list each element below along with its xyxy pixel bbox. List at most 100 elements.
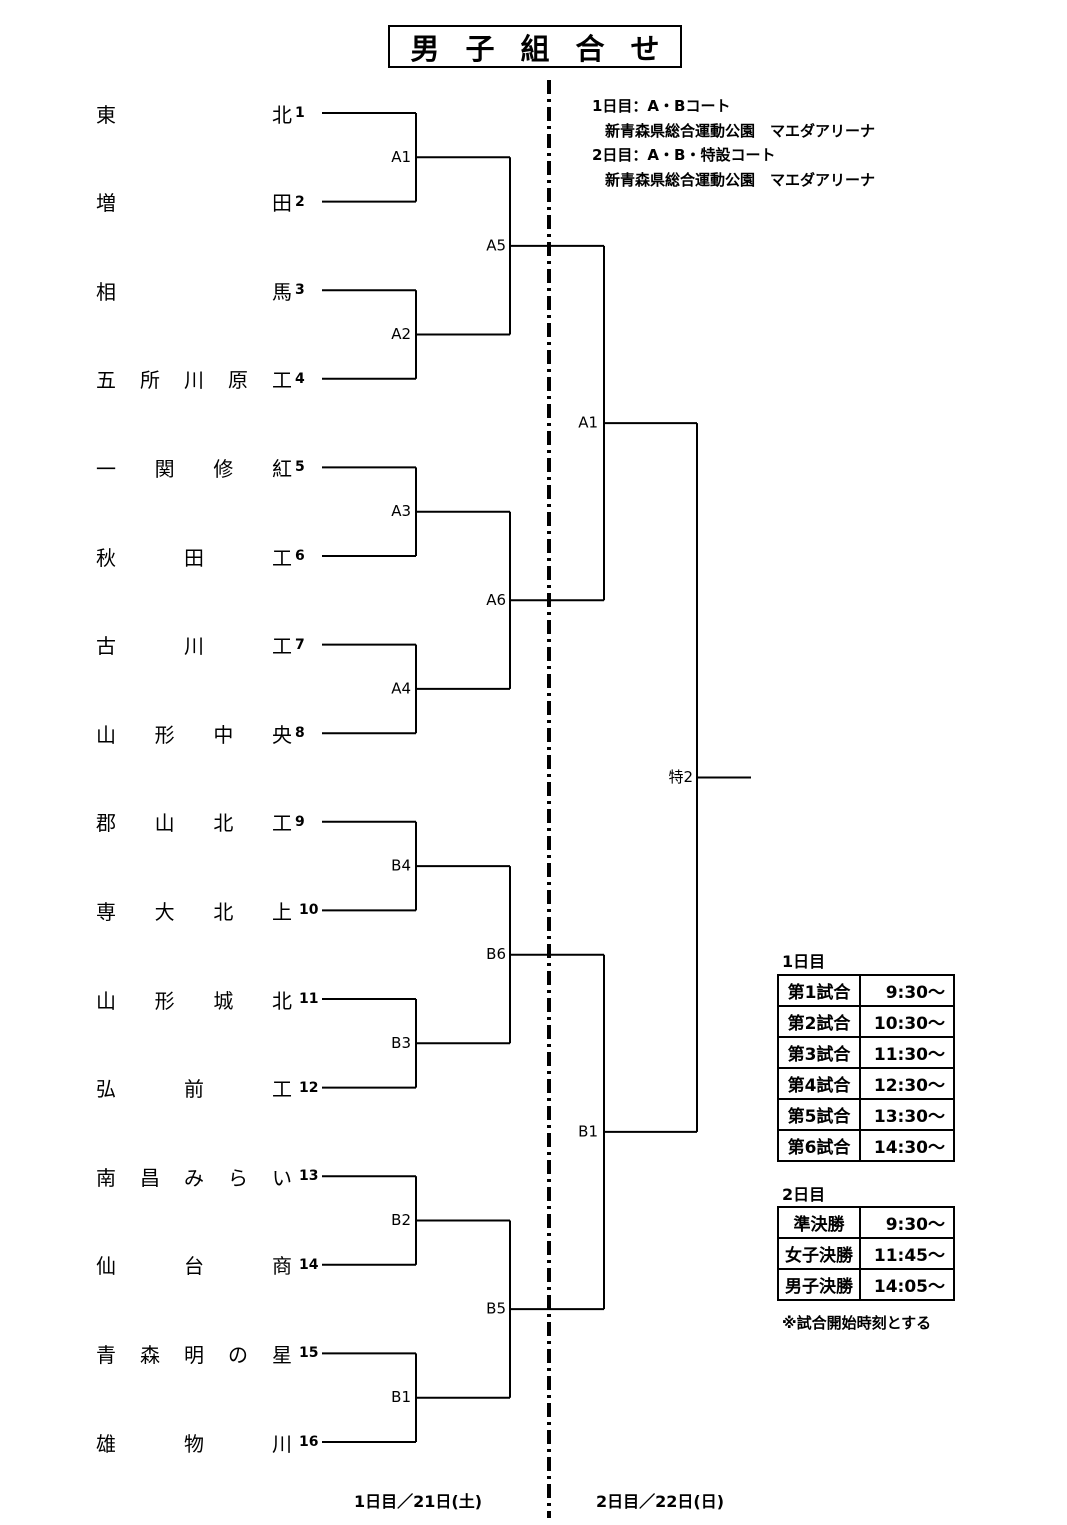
team-name-char: 工 [272, 1077, 292, 1102]
round1-match-label: A3 [391, 502, 411, 520]
schedule-time: 14:05〜 [859, 1268, 955, 1301]
team-name-char: 川 [184, 634, 204, 659]
team-name-char: 北 [271, 988, 292, 1013]
schedule-slot: 第1試合 [777, 974, 861, 1007]
schedule-slot: 女子決勝 [777, 1237, 861, 1270]
team-name: 雄物川 [96, 1427, 292, 1457]
schedule-note: ※試合開始時刻とする [782, 1314, 932, 1332]
team-name-char: 昌 [140, 1165, 160, 1190]
team-number: 2 [295, 193, 305, 210]
team-number: 3 [295, 282, 305, 299]
team-number: 8 [295, 725, 305, 742]
team-number: 7 [295, 636, 305, 653]
schedule-slot: 第5試合 [777, 1098, 861, 1131]
day1-label: 1日目／21日(土) [354, 1492, 483, 1511]
team-name-char: 専 [96, 899, 116, 924]
semifinal-match-label: A1 [578, 414, 598, 432]
team-name: 山形中央 [96, 718, 292, 748]
team-name: 専大北上 [96, 895, 292, 925]
team-name: 郡山北工 [96, 807, 292, 837]
team-name-char: 古 [96, 634, 116, 659]
team-number: 14 [299, 1256, 319, 1273]
round1-match-label: B1 [391, 1388, 411, 1406]
round1-match-label: B4 [391, 857, 411, 875]
semifinal-match-label: B1 [578, 1122, 598, 1140]
team-name-char: 前 [184, 1077, 204, 1102]
round2-match-label: B5 [486, 1300, 506, 1318]
day1-courts: 1日目：A・Bコート [592, 97, 731, 115]
team-name-char: 北 [213, 899, 234, 924]
team-name-char: 台 [184, 1254, 204, 1279]
team-name: 秋田工 [96, 541, 292, 571]
team-name-char: 相 [96, 279, 116, 304]
team-name-char: 城 [213, 988, 234, 1013]
team-name-char: 修 [213, 456, 234, 481]
round1-match-label: A2 [391, 325, 411, 343]
team-name-char: 北 [213, 811, 234, 836]
schedule-slot: 第3試合 [777, 1036, 861, 1069]
team-name-char: 原 [228, 368, 248, 393]
team-name-char: 増 [96, 191, 116, 216]
day2-venue: 新青森県総合運動公園 マエダアリーナ [605, 170, 876, 189]
team-name: 山形城北 [96, 984, 292, 1014]
team-name: 一関修紅 [96, 452, 292, 482]
schedule-time: 14:30〜 [859, 1129, 955, 1162]
schedule-time: 12:30〜 [859, 1067, 955, 1100]
day2-schedule-title: 2日目 [782, 1185, 826, 1204]
team-name-char: 山 [96, 988, 116, 1013]
team-name-char: 山 [96, 722, 116, 747]
team-name-char: 商 [272, 1254, 292, 1279]
team-number: 9 [295, 813, 305, 830]
team-name: 南昌みらい [96, 1161, 292, 1191]
final-match-label: 特2 [668, 768, 693, 786]
schedule-slot: 第4試合 [777, 1067, 861, 1100]
team-name-char: 馬 [272, 279, 292, 304]
team-name: 古川工 [96, 630, 292, 660]
schedule-time: 10:30〜 [859, 1005, 955, 1038]
schedule-slot: 準決勝 [777, 1206, 861, 1239]
round2-match-label: A6 [486, 591, 506, 609]
team-name: 相馬 [96, 275, 292, 305]
schedule-time: 13:30〜 [859, 1098, 955, 1131]
team-name-char: 形 [154, 722, 175, 747]
team-number: 16 [299, 1434, 319, 1450]
venue-info: 1日目：A・Bコート 新青森県総合運動公園 マエダアリーナ 2日目：A・B・特設… [592, 94, 875, 192]
schedule-slot: 第2試合 [777, 1005, 861, 1038]
team-name-char: 央 [271, 722, 292, 747]
team-name-char: ら [228, 1165, 248, 1190]
title-box: 男子組合せ [388, 25, 682, 68]
team-name-char: 工 [272, 545, 292, 570]
team-name-char: 物 [184, 1431, 204, 1456]
team-name-char: の [228, 1342, 248, 1367]
team-name-char: い [272, 1165, 292, 1190]
team-name-char: 郡 [96, 811, 116, 836]
team-name-char: 青 [96, 1342, 116, 1367]
team-name-char: み [184, 1165, 204, 1190]
round1-match-label: B3 [391, 1034, 411, 1052]
team-name-char: 星 [272, 1342, 292, 1367]
team-name-char: 中 [213, 722, 234, 747]
schedule-slot: 第6試合 [777, 1129, 861, 1162]
team-name-char: 仙 [96, 1254, 116, 1279]
team-name-char: 田 [272, 191, 292, 216]
team-name: 増田 [96, 187, 292, 217]
team-name-char: 上 [271, 899, 292, 924]
day1-venue: 新青森県総合運動公園 マエダアリーナ [605, 121, 876, 140]
schedule-time: 11:30〜 [859, 1036, 955, 1069]
round1-match-label: A1 [391, 148, 411, 166]
team-name: 弘前工 [96, 1073, 292, 1103]
team-name-char: 南 [96, 1165, 116, 1190]
team-name: 東北 [96, 98, 292, 128]
team-name-char: 所 [140, 368, 160, 393]
